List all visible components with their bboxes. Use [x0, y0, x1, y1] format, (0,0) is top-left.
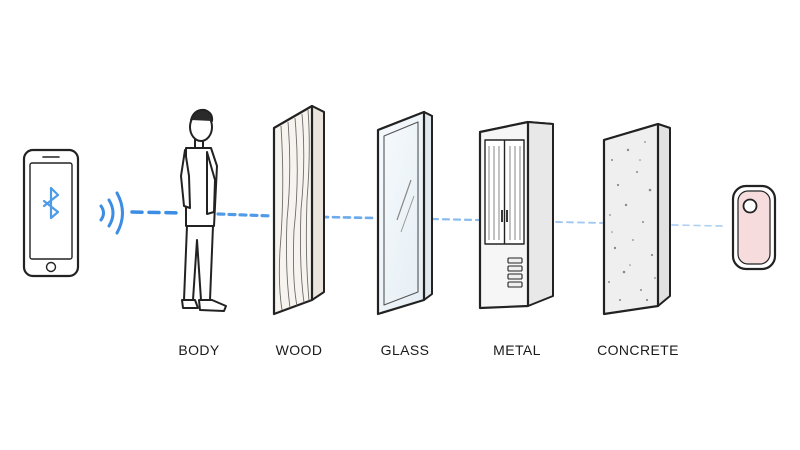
label-glass: GLASS: [380, 342, 430, 358]
bluetooth-icon: [42, 186, 60, 220]
label-wood: WOOD: [275, 342, 323, 358]
tracker-tag-icon: [731, 184, 777, 271]
obstacle-concrete-slab: [602, 122, 671, 316]
obstacle-glass-panel: [376, 110, 433, 316]
signal-segment: [216, 212, 274, 218]
signal-segment: [430, 217, 480, 222]
label-concrete: CONCRETE: [597, 342, 679, 358]
signal-segment: [555, 221, 603, 224]
signal-segment: [671, 224, 723, 227]
signal-segment: [130, 210, 184, 215]
signal-waves-icon: [99, 191, 124, 235]
label-body: BODY: [178, 342, 220, 358]
signal-path: [130, 210, 723, 227]
obstacle-wood-panel: [272, 104, 325, 316]
obstacle-body-figure: [180, 108, 227, 312]
label-metal: METAL: [493, 342, 541, 358]
signal-segment: [320, 215, 378, 220]
obstacle-metal-cabinet: [478, 120, 554, 310]
